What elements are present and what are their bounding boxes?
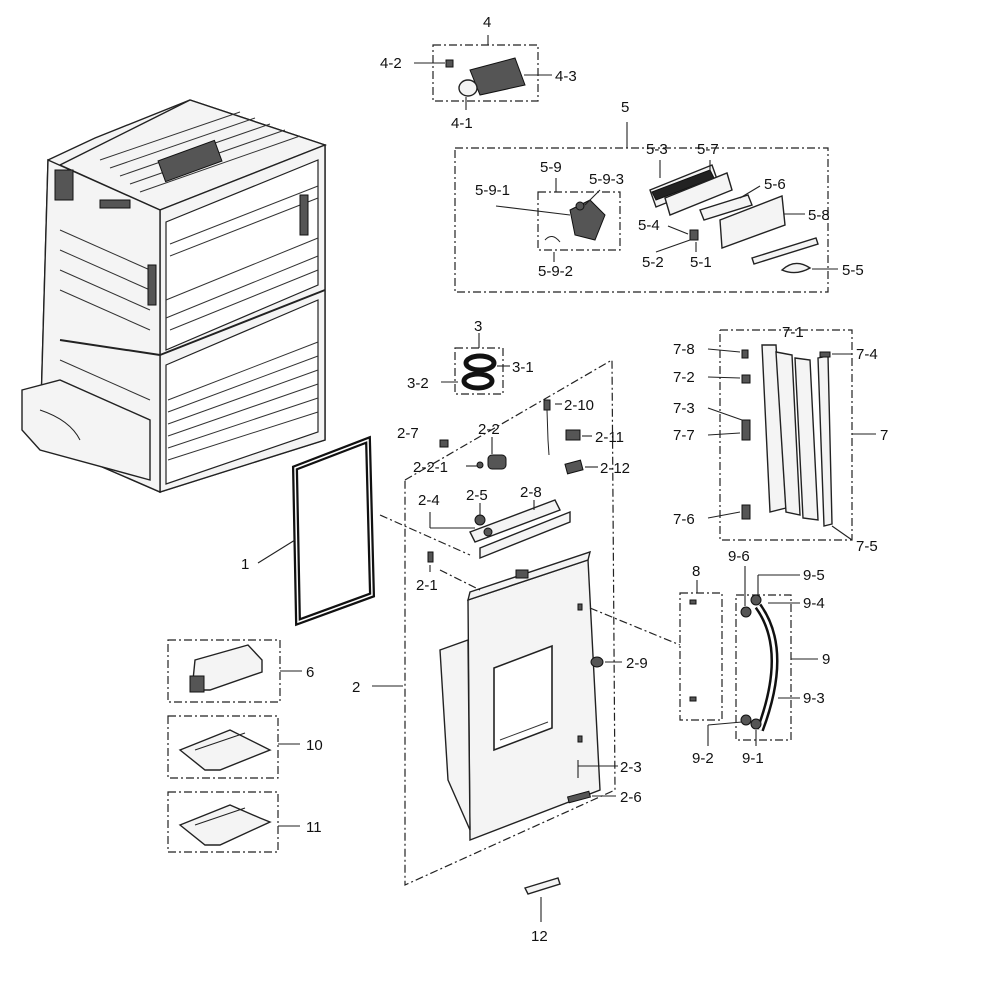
- callout-9-4: 9-4: [803, 595, 825, 612]
- callout-2-5: 2-5: [466, 487, 488, 504]
- part-2-7: [439, 439, 449, 448]
- callout-9-1: 9-1: [742, 750, 764, 767]
- callout-3-1: 3-1: [512, 359, 534, 376]
- callout-5: 5: [621, 99, 629, 116]
- callout-4: 4: [483, 14, 491, 31]
- callout-2-1: 2-1: [416, 577, 438, 594]
- callout-3-2: 3-2: [407, 375, 429, 392]
- part-2-10-wire: [543, 399, 551, 456]
- callout-2-6: 2-6: [620, 789, 642, 806]
- callout-9-6: 9-6: [728, 548, 750, 565]
- callout-8: 8: [692, 563, 700, 580]
- callout-9: 9: [822, 651, 830, 668]
- item-8-panel: [679, 592, 723, 721]
- door-gasket: [291, 435, 376, 627]
- callout-7-8: 7-8: [673, 341, 695, 358]
- callout-9-5: 9-5: [803, 567, 825, 584]
- callout-11: 11: [306, 819, 322, 836]
- callout-7-4: 7-4: [856, 346, 878, 363]
- item-7-group: [719, 329, 853, 541]
- item-3-group: [454, 347, 504, 395]
- callout-5-9-3: 5-9-3: [589, 171, 624, 188]
- callout-5-9-1: 5-9-1: [475, 182, 510, 199]
- part-2-2: [476, 454, 507, 470]
- part-2-6: [566, 790, 592, 804]
- callout-7-7: 7-7: [673, 427, 695, 444]
- callout-7: 7: [880, 427, 888, 444]
- part-2-1: [427, 551, 434, 563]
- callout-7-6: 7-6: [673, 511, 695, 528]
- callout-5-8: 5-8: [808, 207, 830, 224]
- callout-5-9-2: 5-9-2: [538, 263, 573, 280]
- callout-4-1: 4-1: [451, 115, 473, 132]
- callout-5-1: 5-1: [690, 254, 712, 271]
- item-12-strip: [524, 877, 561, 895]
- callout-5-9: 5-9: [540, 159, 562, 176]
- callout-6: 6: [306, 664, 314, 681]
- callout-5-4: 5-4: [638, 217, 660, 234]
- callout-2-8: 2-8: [520, 484, 542, 501]
- callout-3: 3: [474, 318, 482, 335]
- callout-2-2-1: 2-2-1: [413, 459, 448, 476]
- callout-2: 2: [352, 679, 360, 696]
- callout-7-1: 7-1: [782, 324, 804, 341]
- part-2-9: [590, 656, 604, 668]
- item-6-bin: [167, 639, 281, 703]
- callout-7-5: 7-5: [856, 538, 878, 555]
- callout-4-2: 4-2: [380, 55, 402, 72]
- callout-4-3: 4-3: [555, 68, 577, 85]
- part-2-11: [565, 429, 581, 441]
- callout-9-2: 9-2: [692, 750, 714, 767]
- part-2-12: [564, 459, 584, 475]
- callout-2-11: 2-11: [595, 429, 624, 446]
- refrigerator-door: [439, 550, 601, 842]
- item-9-handle: [735, 594, 792, 741]
- item-10-guard: [167, 715, 279, 779]
- callout-2-10: 2-10: [564, 397, 594, 414]
- callout-5-2: 5-2: [642, 254, 664, 271]
- callout-2-3: 2-3: [620, 759, 642, 776]
- callout-2-2: 2-2: [478, 421, 500, 438]
- callout-5-6: 5-6: [764, 176, 786, 193]
- item-4-group: [432, 44, 539, 102]
- refrigerator-cabinet: [21, 99, 328, 494]
- callout-2-7: 2-7: [397, 425, 419, 442]
- callout-2-12: 2-12: [600, 460, 630, 477]
- callout-12: 12: [531, 928, 548, 945]
- callout-10: 10: [306, 737, 323, 754]
- hinge-cover-assembly: [469, 499, 571, 560]
- item-11-guard: [167, 791, 279, 853]
- callout-5-7: 5-7: [697, 141, 719, 158]
- callout-1: 1: [241, 556, 249, 573]
- callout-5-3: 5-3: [646, 141, 668, 158]
- item-5-group: [454, 147, 829, 293]
- callout-7-2: 7-2: [673, 369, 695, 386]
- callout-2-9: 2-9: [626, 655, 648, 672]
- callout-2-4: 2-4: [418, 492, 440, 509]
- callout-5-5: 5-5: [842, 262, 864, 279]
- callout-7-3: 7-3: [673, 400, 695, 417]
- callout-9-3: 9-3: [803, 690, 825, 707]
